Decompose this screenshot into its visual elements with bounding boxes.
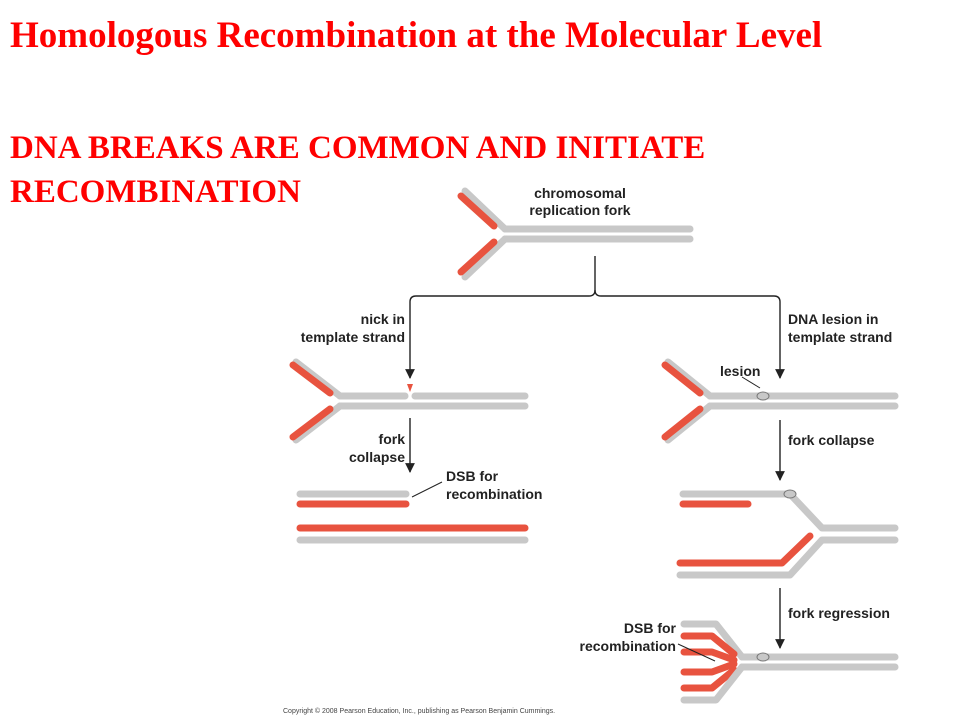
copyright-text: Copyright © 2008 Pearson Education, Inc.…: [283, 707, 555, 715]
replication-fork-top: [457, 187, 694, 281]
label-dsb-right-line1: DSB for: [624, 620, 677, 636]
label-fork-line1: chromosomal: [534, 185, 626, 201]
pointer-lesion: [741, 376, 761, 389]
pointer-dsb-left: [411, 481, 443, 498]
label-collapse-right: fork collapse: [788, 432, 875, 448]
slide-subtitle: DNA BREAKS ARE COMMON AND INITIATE RECOM…: [10, 130, 706, 210]
label-lesion-path-line1: DNA lesion in: [788, 311, 879, 327]
label-lesion: lesion: [720, 363, 760, 379]
label-lesion-path-line2: template strand: [788, 329, 892, 345]
pointer-dsb-right: [677, 643, 716, 662]
label-nick-line2: template strand: [301, 329, 405, 345]
regressed-fork: [680, 620, 899, 704]
label-regression: fork regression: [788, 605, 890, 621]
fork-with-nick: [289, 358, 529, 444]
collapsed-fork-right: [676, 489, 899, 579]
collapsed-fork-left: [296, 490, 529, 544]
label-dsb-right-line2: recombination: [580, 638, 676, 654]
label-collapse-left-line1: fork: [379, 431, 406, 447]
label-collapse-left-line2: collapse: [349, 449, 405, 465]
fork-with-lesion: [661, 358, 899, 444]
label-nick-line1: nick in: [361, 311, 405, 327]
slide-title: Homologous Recombination at the Molecula…: [10, 15, 823, 56]
split-bracket: [405, 256, 785, 379]
label-dsb-left-line2: recombination: [446, 486, 542, 502]
label-dsb-left-line1: DSB for: [446, 468, 499, 484]
label-fork-line2: replication fork: [529, 202, 630, 218]
